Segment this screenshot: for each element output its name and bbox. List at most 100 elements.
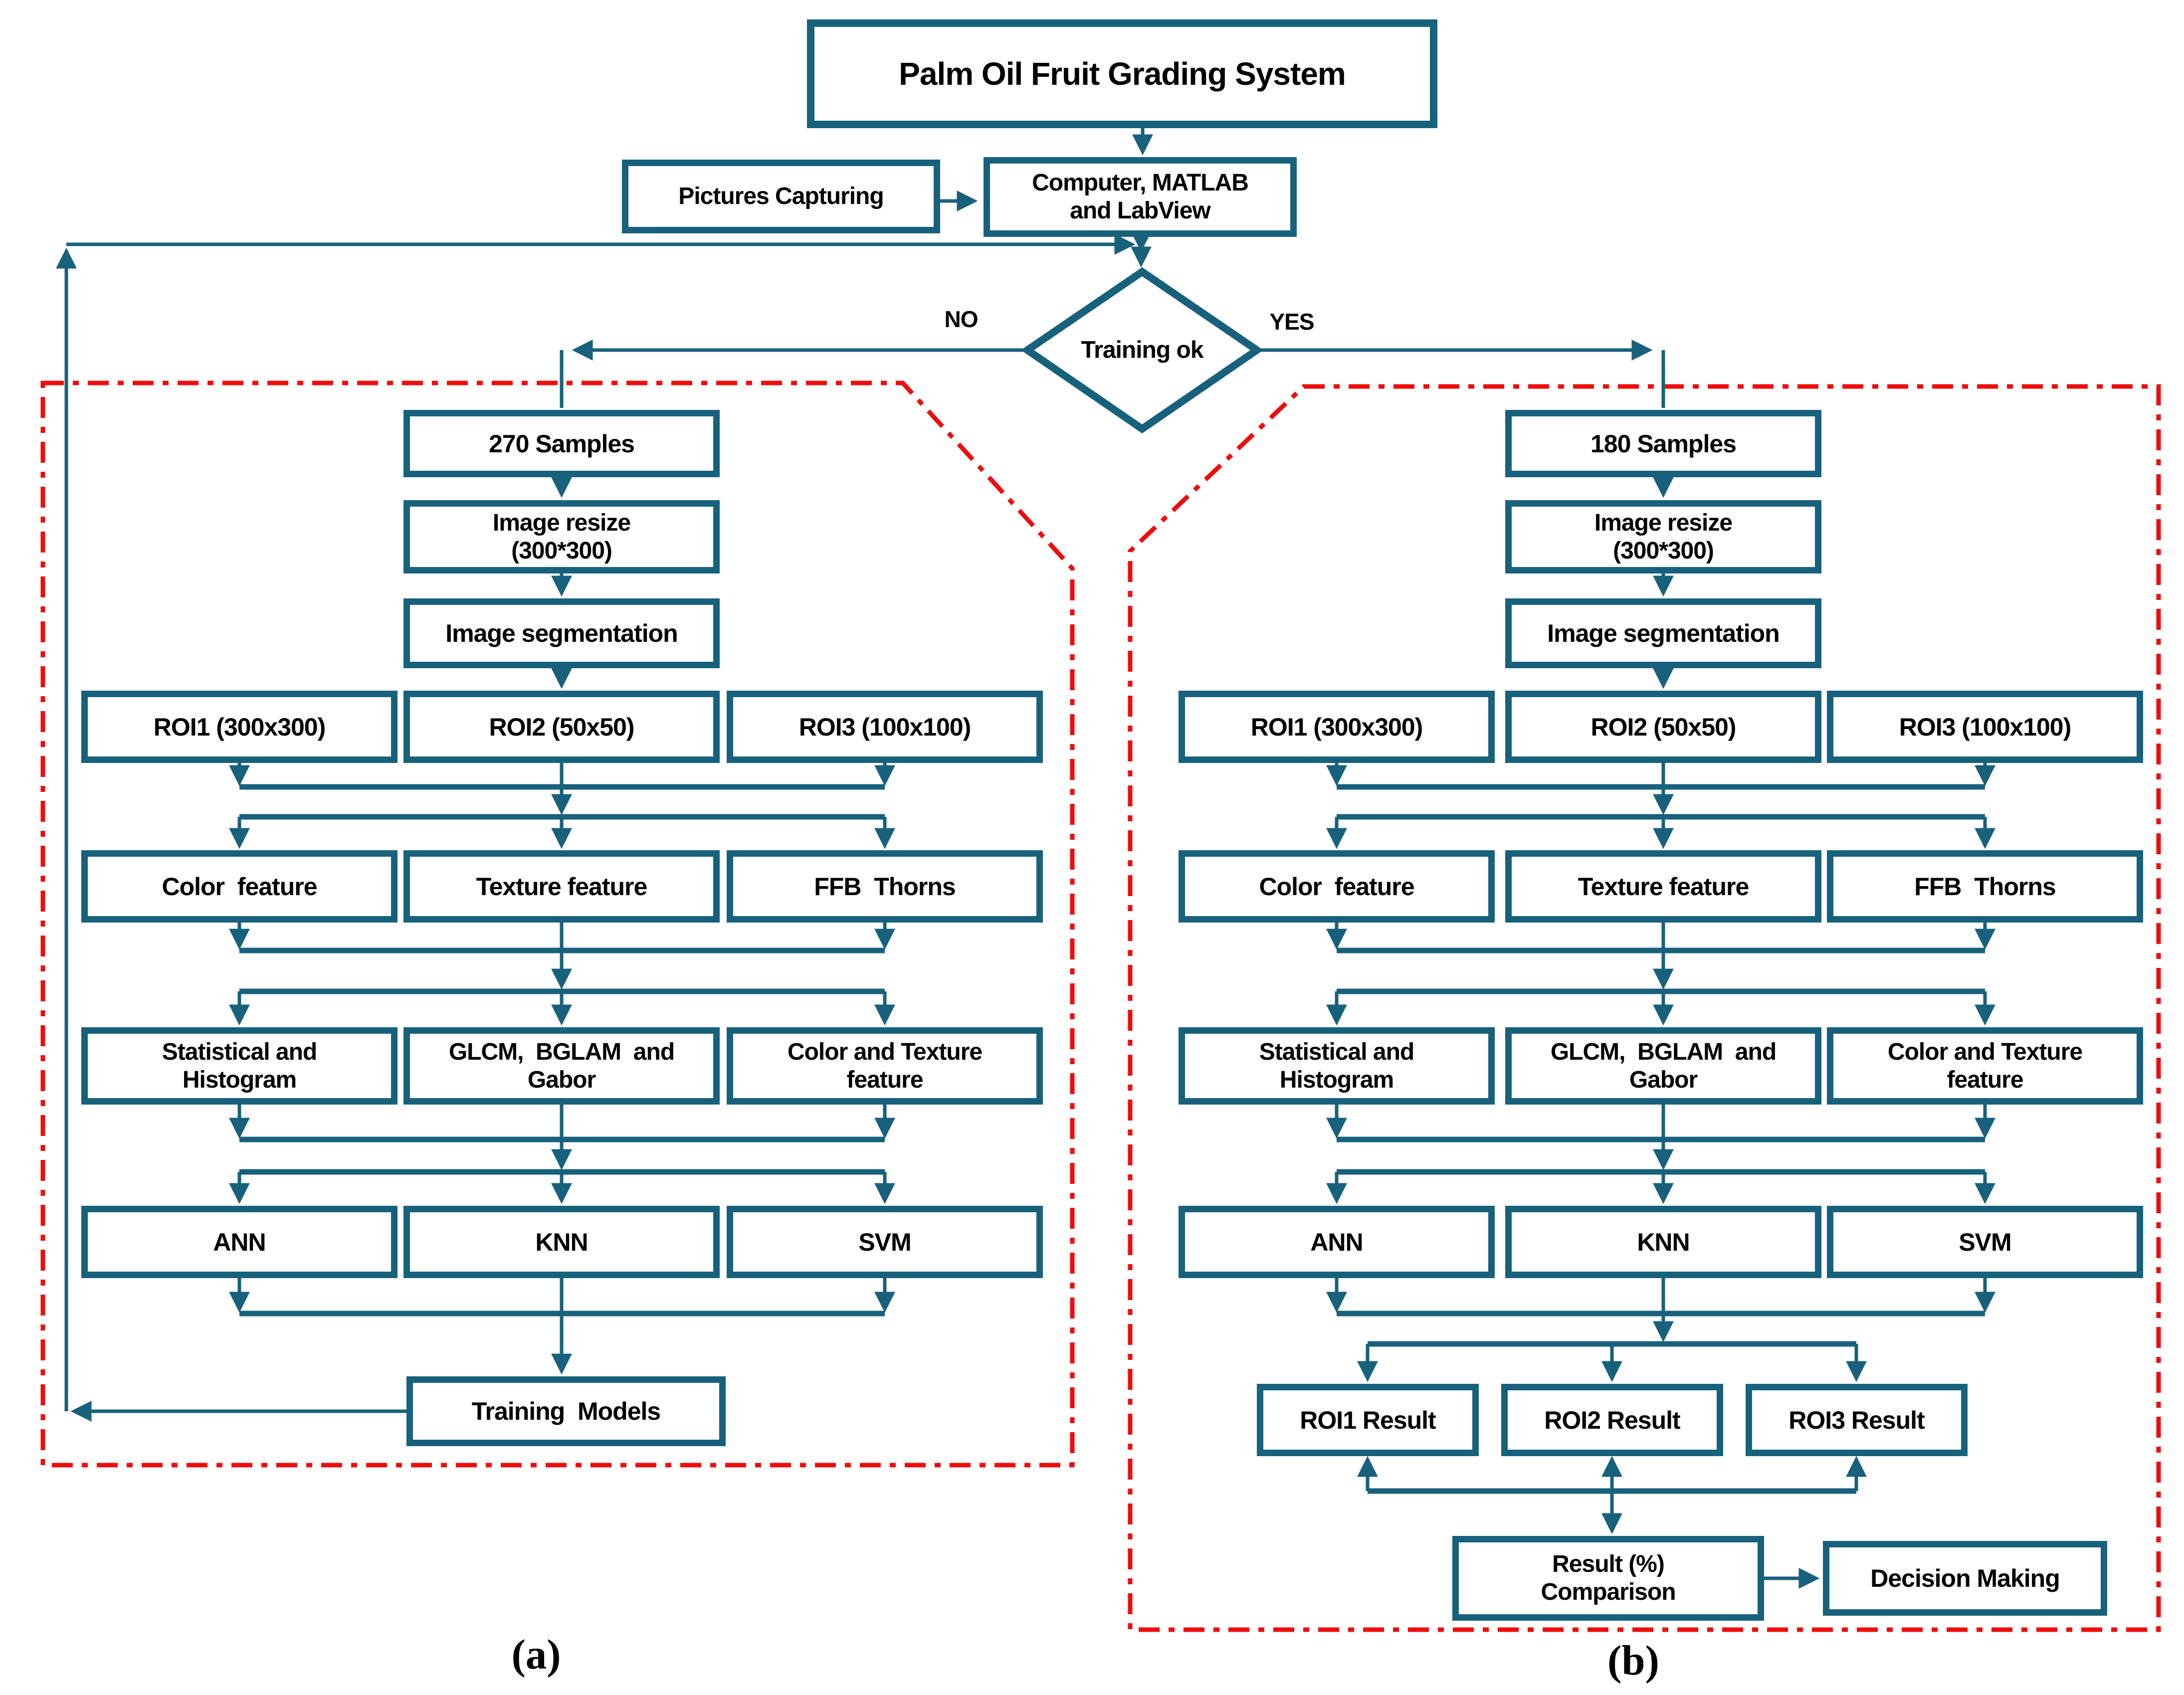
caption-b: (b) <box>1607 1637 1659 1684</box>
color-texture-feature-b-line2: feature <box>1947 1066 2023 1093</box>
page-title: Palm Oil Fruit Grading System <box>899 55 1346 92</box>
roi1-result-label: ROI1 Result <box>1300 1406 1436 1434</box>
glcm-bglam-gabor-b-line1: GLCM, BGLAM and <box>1550 1038 1777 1065</box>
image-resize-a-line1: Image resize <box>492 509 631 536</box>
color-feature-a-box: Color feature <box>81 850 397 923</box>
texture-feature-b-label: Texture feature <box>1578 872 1750 901</box>
statistical-histogram-a-line2: Histogram <box>182 1066 297 1093</box>
no-branch-label: NO <box>944 306 979 332</box>
texture-feature-a-box: Texture feature <box>403 850 720 923</box>
region-b-border <box>1128 384 2161 1632</box>
glcm-bglam-gabor-b-line2: Gabor <box>1629 1066 1698 1093</box>
image-segmentation-a-box: Image segmentation <box>403 598 720 668</box>
image-resize-b-box: Image resize (300*300) <box>1505 500 1821 573</box>
roi3-b-label: ROI3 (100x100) <box>1899 713 2072 741</box>
ann-b-label: ANN <box>1310 1228 1363 1256</box>
image-segmentation-a-label: Image segmentation <box>445 619 678 647</box>
statistical-histogram-a-line1: Statistical and <box>162 1038 317 1065</box>
glcm-bglam-gabor-a-line1: GLCM, BGLAM and <box>448 1038 675 1065</box>
image-resize-b-line1: Image resize <box>1594 509 1733 536</box>
samples-180-box: 180 Samples <box>1505 410 1821 477</box>
knn-a-label: KNN <box>535 1228 588 1256</box>
region-borders <box>40 380 2161 1632</box>
texture-feature-a-label: Texture feature <box>476 872 648 901</box>
color-texture-feature-a-box: Color and Texture feature <box>727 1027 1043 1105</box>
computer-matlab-labview-box: Computer, MATLAB and LabView <box>984 157 1297 237</box>
roi2-result-label: ROI2 Result <box>1544 1406 1680 1434</box>
glcm-bglam-gabor-a-line2: Gabor <box>527 1066 596 1093</box>
result-comparison-line1: Result (%) <box>1552 1551 1665 1578</box>
roi2-result-box: ROI2 Result <box>1501 1384 1723 1456</box>
roi3-a-label: ROI3 (100x100) <box>798 713 972 741</box>
training-models-box: Training Models <box>406 1376 726 1446</box>
training-ok-label: Training ok <box>1081 337 1203 364</box>
roi1-a-label: ROI1 (300x300) <box>153 713 326 741</box>
region-a-border <box>40 380 1075 1468</box>
ann-a-label: ANN <box>213 1228 266 1256</box>
ann-b-box: ANN <box>1179 1206 1495 1278</box>
texture-feature-b-box: Texture feature <box>1505 850 1821 923</box>
ffb-thorns-b-box: FFB Thorns <box>1827 850 2143 923</box>
color-texture-feature-a-line2: feature <box>846 1066 923 1093</box>
svm-a-box: SVM <box>727 1206 1043 1278</box>
glcm-bglam-gabor-a-box: GLCM, BGLAM and Gabor <box>403 1027 720 1105</box>
knn-a-box: KNN <box>403 1206 720 1278</box>
glcm-bglam-gabor-b-box: GLCM, BGLAM and Gabor <box>1505 1027 1821 1105</box>
color-feature-b-box: Color feature <box>1179 850 1495 923</box>
knn-b-box: KNN <box>1505 1206 1821 1278</box>
decision-making-label: Decision Making <box>1870 1564 2060 1592</box>
roi1-result-box: ROI1 Result <box>1257 1384 1479 1456</box>
ffb-thorns-a-label: FFB Thorns <box>814 872 956 901</box>
bus-lines <box>239 784 1985 1494</box>
samples-270-box: 270 Samples <box>403 410 720 477</box>
image-resize-a-line2: (300*300) <box>511 537 612 564</box>
roi3-b-box: ROI3 (100x100) <box>1827 691 2143 763</box>
color-feature-a-label: Color feature <box>162 872 317 901</box>
training-models-label: Training Models <box>471 1397 661 1425</box>
statistical-histogram-b-line2: Histogram <box>1279 1066 1394 1093</box>
roi1-b-box: ROI1 (300x300) <box>1179 691 1495 763</box>
roi3-result-label: ROI3 Result <box>1788 1406 1925 1434</box>
image-segmentation-b-box: Image segmentation <box>1505 598 1821 668</box>
statistical-histogram-a-box: Statistical and Histogram <box>81 1027 397 1105</box>
roi2-b-label: ROI2 (50x50) <box>1590 713 1737 741</box>
computer-label-line1: Computer, MATLAB <box>1032 170 1249 196</box>
color-texture-feature-a-line1: Color and Texture <box>787 1038 983 1065</box>
roi2-a-box: ROI2 (50x50) <box>403 691 720 763</box>
roi2-a-label: ROI2 (50x50) <box>489 713 635 741</box>
computer-label-line2: and LabView <box>1070 197 1211 224</box>
result-comparison-line2: Comparison <box>1541 1579 1676 1605</box>
ann-a-box: ANN <box>81 1206 397 1278</box>
statistical-histogram-b-box: Statistical and Histogram <box>1179 1027 1495 1105</box>
roi1-b-label: ROI1 (300x300) <box>1250 713 1423 741</box>
roi3-a-box: ROI3 (100x100) <box>727 691 1043 763</box>
roi2-b-box: ROI2 (50x50) <box>1505 691 1821 763</box>
statistical-histogram-b-line1: Statistical and <box>1259 1038 1414 1065</box>
title-box: Palm Oil Fruit Grading System <box>807 19 1437 128</box>
ffb-thorns-b-label: FFB Thorns <box>1914 872 2056 901</box>
ffb-thorns-a-box: FFB Thorns <box>727 850 1043 923</box>
color-texture-feature-b-line1: Color and Texture <box>1887 1038 2083 1065</box>
svm-a-label: SVM <box>858 1228 911 1256</box>
training-ok-diamond-shape <box>1020 267 1264 434</box>
pictures-capturing-box: Pictures Capturing <box>622 160 940 233</box>
image-resize-b-line2: (300*300) <box>1613 537 1714 564</box>
samples-270-label: 270 Samples <box>489 429 635 458</box>
pictures-capturing-label: Pictures Capturing <box>678 183 884 210</box>
color-feature-b-label: Color feature <box>1259 872 1414 901</box>
result-comparison-box: Result (%) Comparison <box>1452 1536 1764 1621</box>
image-segmentation-b-label: Image segmentation <box>1547 619 1780 647</box>
roi3-result-box: ROI3 Result <box>1746 1384 1968 1456</box>
decision-making-box: Decision Making <box>1823 1541 2107 1616</box>
image-resize-a-box: Image resize (300*300) <box>403 500 720 573</box>
roi1-a-box: ROI1 (300x300) <box>81 691 397 763</box>
svm-b-label: SVM <box>1959 1228 2011 1256</box>
yes-branch-label: YES <box>1269 309 1314 335</box>
samples-180-label: 180 Samples <box>1590 429 1737 458</box>
arrows <box>56 128 1995 1589</box>
caption-a: (a) <box>511 1631 561 1678</box>
knn-b-label: KNN <box>1637 1228 1690 1256</box>
svm-b-box: SVM <box>1827 1206 2143 1278</box>
